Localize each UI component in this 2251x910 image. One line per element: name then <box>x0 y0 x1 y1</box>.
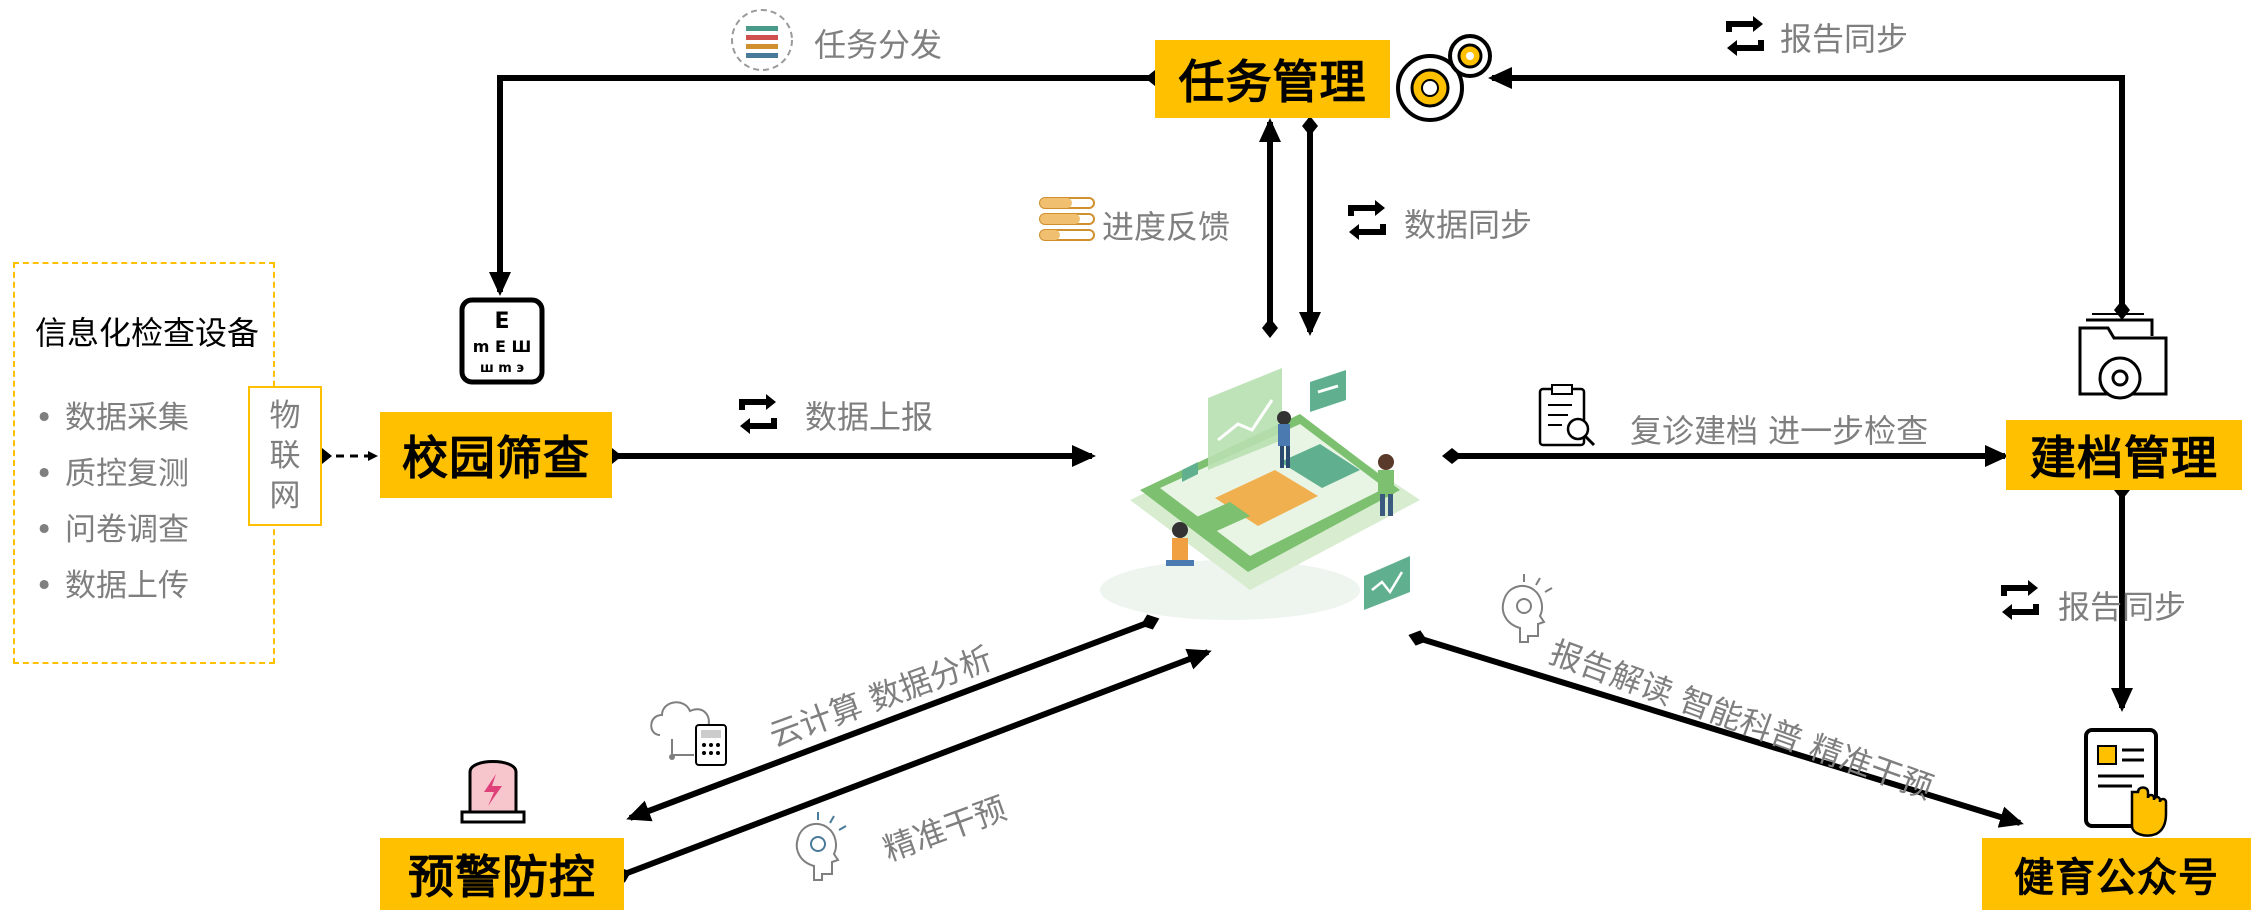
bullet: • <box>35 456 54 492</box>
list-item-label: 数据上传 <box>65 568 189 604</box>
svg-text:ш m э: ш m э <box>480 361 524 376</box>
label-data-report: 数据上报 <box>805 398 934 436</box>
list-item-label: 问卷调查 <box>65 512 189 548</box>
gears-icon <box>1396 34 1492 122</box>
bullet: • <box>35 400 54 436</box>
arrow-archive-to-task <box>1488 67 2130 320</box>
label-data-sync: 数据同步 <box>1404 206 1533 244</box>
sync-icon <box>739 394 777 434</box>
device-feature-list: • 数据采集 • 质控复测 • 问卷调查 • 数据上传 <box>35 390 189 614</box>
node-campus-screening: 校园筛查 <box>380 412 612 498</box>
node-wechat-account: 健育公众号 <box>1982 838 2251 910</box>
sync-icon <box>1348 200 1386 240</box>
iot-char: 联 <box>269 438 301 474</box>
bullet: • <box>35 568 54 604</box>
alarm-light-icon <box>460 760 526 824</box>
folder-gear-icon <box>2078 313 2168 400</box>
progress-bars-icon <box>1039 197 1095 241</box>
node-task-management: 任务管理 <box>1155 40 1390 118</box>
svg-text:m E Ш: m E Ш <box>473 337 532 356</box>
label-progress-feedback: 进度反馈 <box>1102 208 1231 246</box>
task-list-icon <box>731 9 793 71</box>
list-item: • 数据采集 <box>35 390 189 446</box>
sync-icon <box>2001 580 2039 620</box>
head-idea-icon <box>795 812 847 881</box>
device-panel-title: 信息化检查设备 <box>35 314 260 352</box>
label-task-dispatch: 任务分发 <box>814 26 943 64</box>
svg-text:E: E <box>494 309 509 334</box>
eye-chart-icon: E m E Ш ш m э <box>459 297 545 385</box>
sync-icon <box>1726 16 1764 56</box>
label-report-sync-right: 报告同步 <box>2058 588 2187 626</box>
bullet: • <box>35 512 54 548</box>
list-item-label: 数据采集 <box>65 400 189 436</box>
label-report-sync-top: 报告同步 <box>1780 20 1909 58</box>
list-item-label: 质控复测 <box>65 456 189 492</box>
arrow-task-to-campus <box>489 70 1165 296</box>
cloud-calculator-icon <box>650 701 727 766</box>
head-idea-icon <box>1501 574 1553 643</box>
label-recheck: 复诊建档 进一步检查 <box>1630 412 1929 450</box>
list-item: • 问卷调查 <box>35 502 189 558</box>
iot-char: 网 <box>269 478 301 514</box>
iot-box: 物 联 网 <box>248 386 322 526</box>
device-panel: 信息化检查设备 • 数据采集 • 质控复测 • 问卷调查 • 数据上传 <box>13 262 275 664</box>
central-app-illustration <box>1100 368 1420 620</box>
node-archive-management: 建档管理 <box>2006 420 2242 490</box>
list-item: • 数据上传 <box>35 558 189 614</box>
iot-char: 物 <box>269 398 301 434</box>
tablet-touch-icon <box>2084 728 2168 837</box>
list-item: • 质控复测 <box>35 446 189 502</box>
arrow-report-interpret <box>1408 630 2024 828</box>
arrow-precise-intervention <box>612 648 1212 883</box>
node-warning-control: 预警防控 <box>380 838 624 910</box>
clipboard-search-icon <box>1538 384 1596 447</box>
